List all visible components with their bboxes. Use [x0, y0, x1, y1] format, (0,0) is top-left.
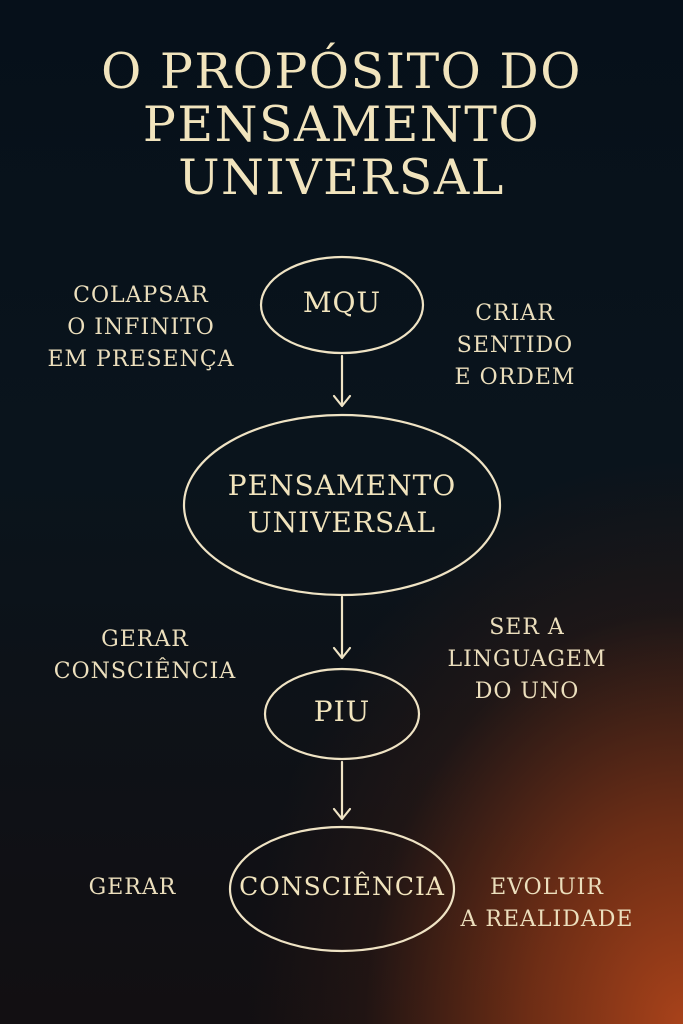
- node-mqu-label: MQU: [302, 286, 382, 319]
- annotation-mqu-left: COLAPSAR O INFINITO EM PRESENÇA: [40, 280, 242, 376]
- annotation-piu-right: SER A LINGUAGEM DO UNO: [432, 612, 622, 708]
- node-piu-label: PIU: [313, 695, 371, 728]
- title-line-3: UNIVERSAL: [178, 149, 505, 206]
- annotation-line: E ORDEM: [454, 365, 576, 390]
- annotation-line: CONSCIÊNCIA: [53, 659, 237, 684]
- annotation-line: CRIAR: [475, 301, 555, 326]
- node-consciencia-shape: [228, 825, 456, 953]
- node-pensamento-label: PENSAMENTO UNIVERSAL: [184, 467, 500, 541]
- annotation-consciencia-left: GERAR: [70, 872, 195, 904]
- node-pensamento-shape: [182, 413, 502, 597]
- annotation-mqu-right: CRIAR SENTIDO E ORDEM: [440, 298, 590, 394]
- annotation-line: SER A: [489, 615, 565, 640]
- annotation-line: O INFINITO: [67, 315, 215, 340]
- annotation-line: LINGUAGEM: [447, 647, 607, 672]
- annotation-line: EM PRESENÇA: [47, 347, 235, 372]
- title-line-1: O PROPÓSITO DO: [101, 43, 582, 100]
- title-line-2: PENSAMENTO: [142, 96, 541, 153]
- node-mqu-shape: [259, 255, 425, 355]
- annotation-line: DO UNO: [474, 679, 580, 704]
- annotation-consciencia-right: EVOLUIR A REALIDADE: [452, 872, 642, 936]
- annotation-line: GERAR: [88, 875, 177, 900]
- node-pensamento-line-2: UNIVERSAL: [248, 506, 436, 539]
- annotation-line: SENTIDO: [456, 333, 574, 358]
- arrow-piu-to-consciencia: [332, 760, 352, 821]
- node-pensamento-line-1: PENSAMENTO: [227, 469, 457, 502]
- annotation-piu-left: GERAR CONSCIÊNCIA: [45, 624, 245, 688]
- arrow-mqu-to-pensamento: [332, 354, 352, 408]
- node-consciencia-label: CONSCIÊNCIA: [239, 872, 445, 901]
- annotation-line: EVOLUIR: [490, 875, 604, 900]
- annotation-line: A REALIDADE: [460, 907, 634, 932]
- arrow-pensamento-to-piu: [332, 595, 352, 660]
- annotation-line: COLAPSAR: [73, 283, 209, 308]
- node-piu-shape: [263, 667, 421, 761]
- annotation-line: GERAR: [101, 627, 189, 652]
